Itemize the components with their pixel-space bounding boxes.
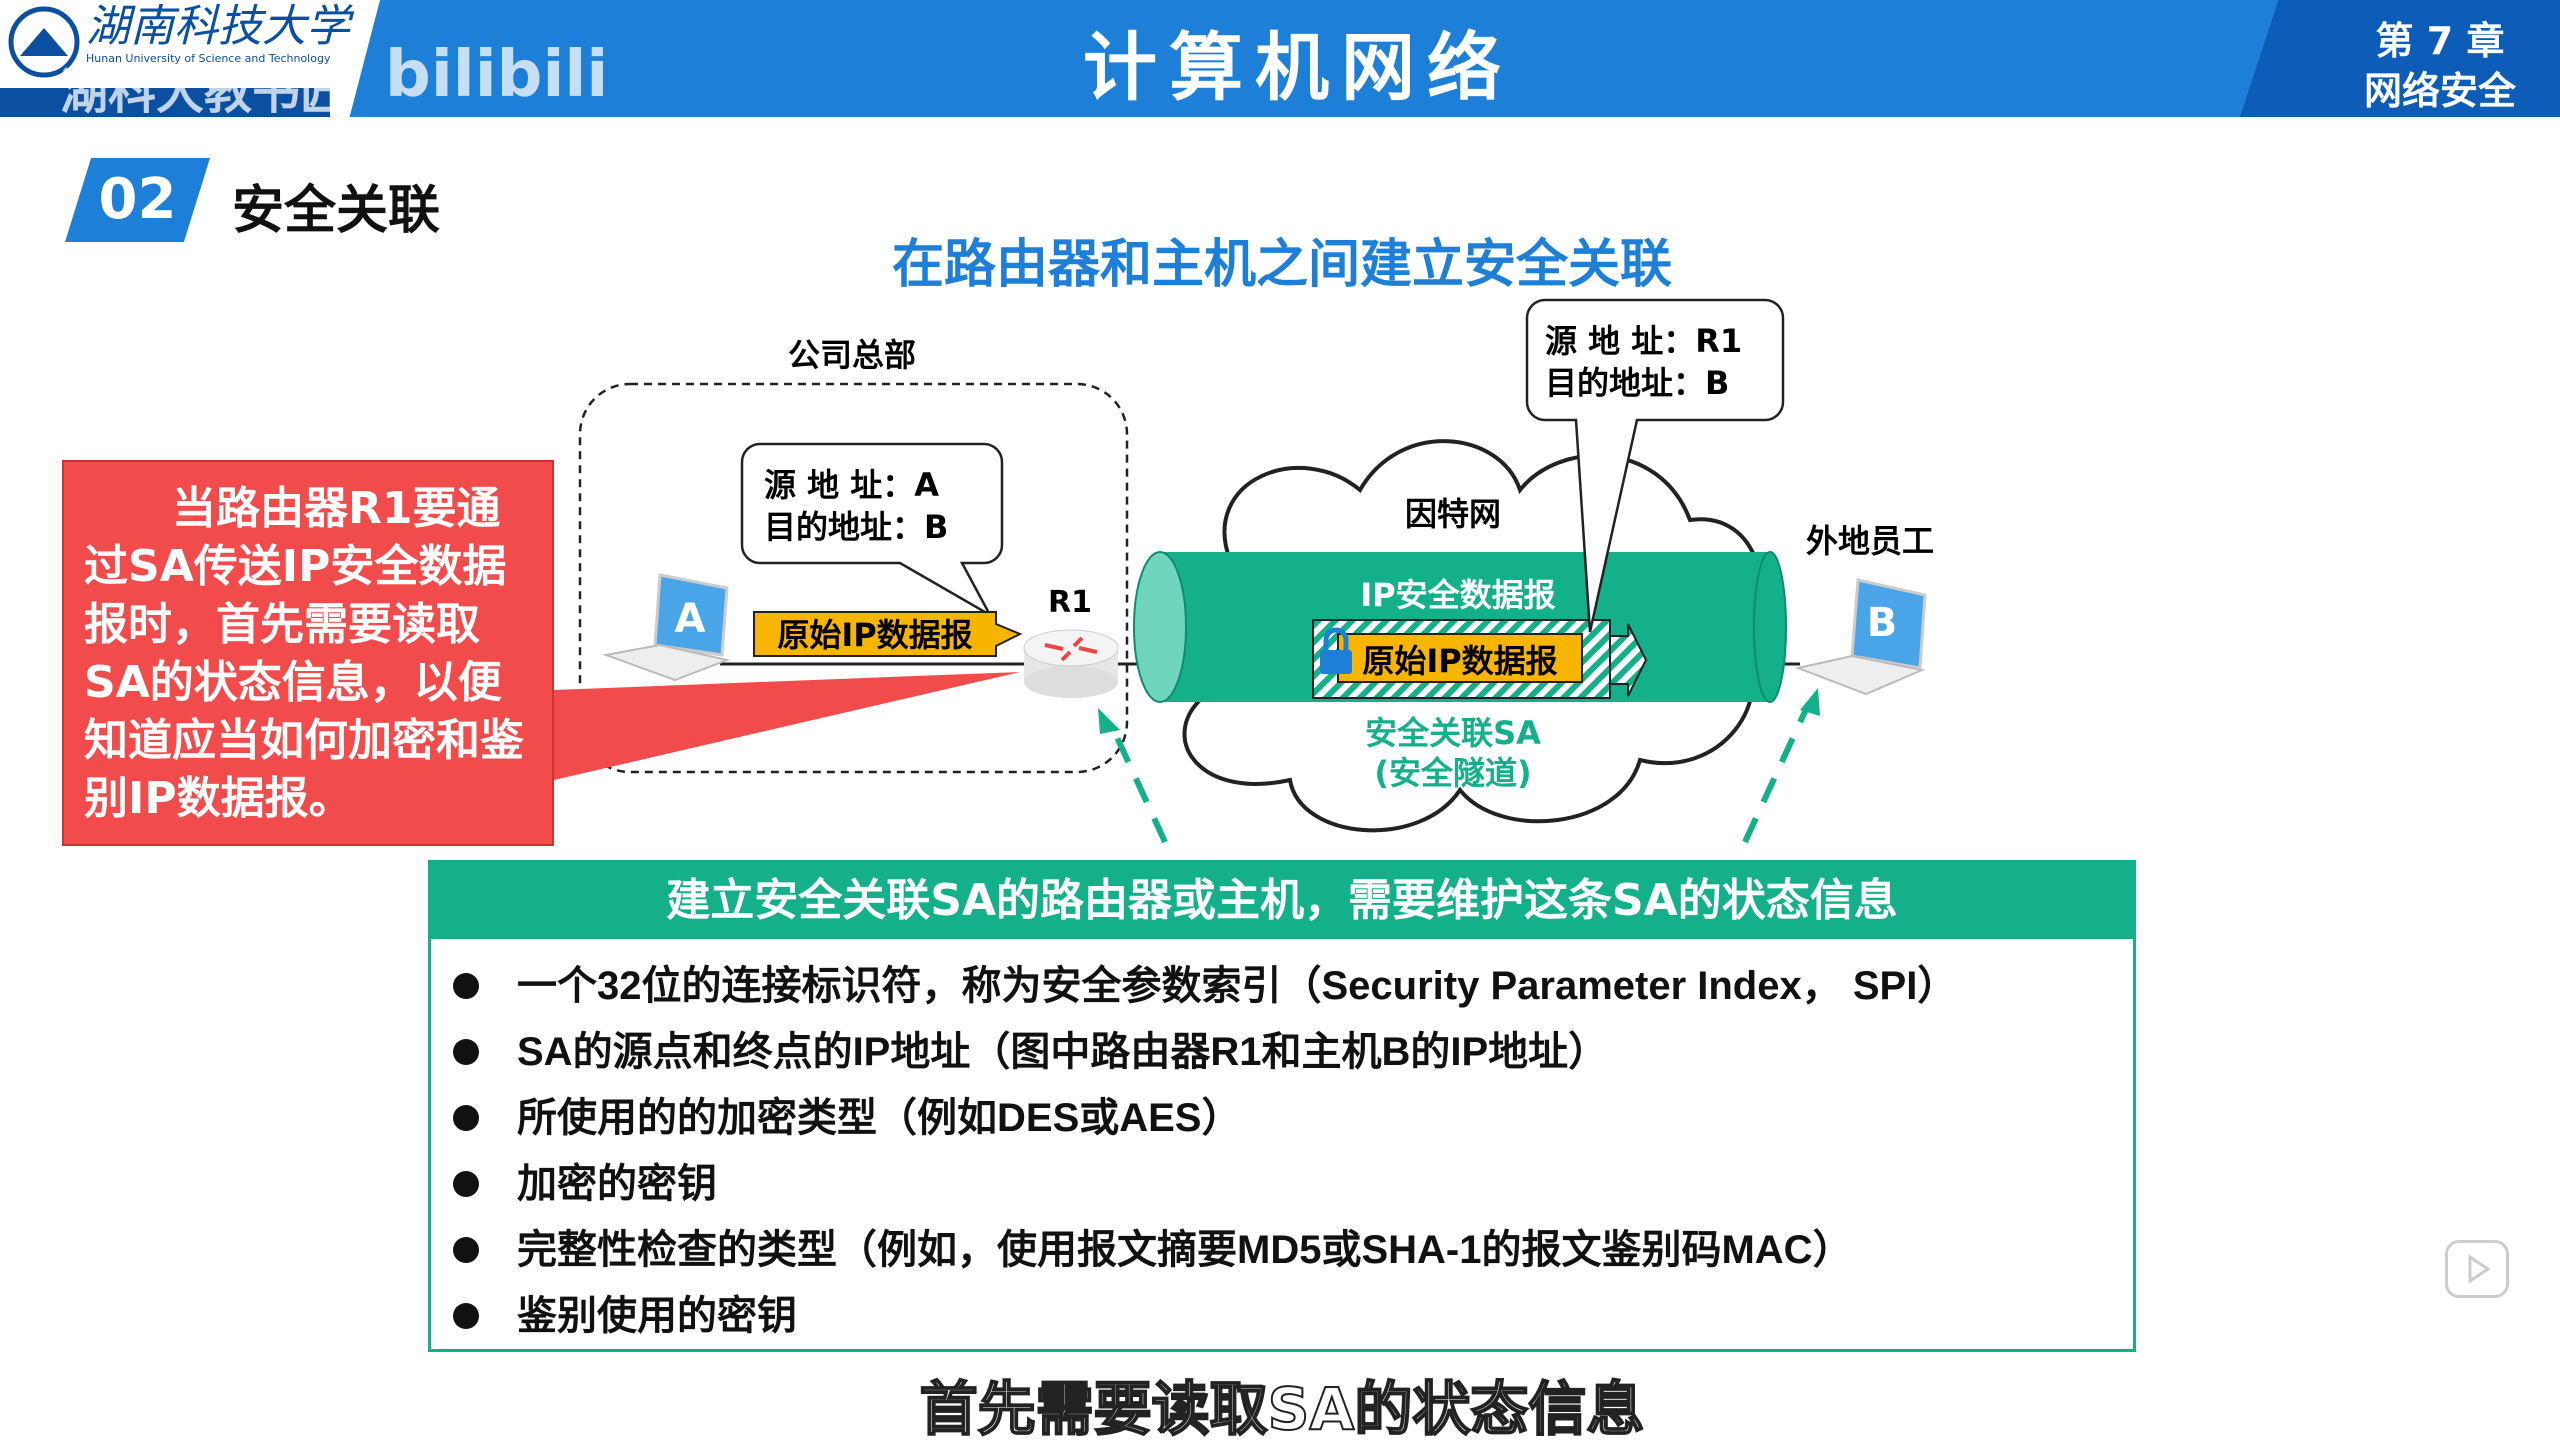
list-item: 所使用的的加密类型（例如DES或AES） — [517, 1096, 1242, 1140]
sa-arrowhead-r1 — [1098, 708, 1120, 734]
sa-state-info-box: 建立安全关联SA的路由器或主机，需要维护这条SA的状态信息 一个32位的连接标识… — [428, 860, 2136, 1352]
note-pointer — [554, 672, 1020, 780]
secure-packet-label: IP安全数据报 — [1360, 576, 1555, 614]
info-heading: 建立安全关联SA的路由器或主机，需要维护这条SA的状态信息 — [431, 863, 2133, 939]
laptop-a-icon — [602, 573, 731, 682]
inner-packet — [1337, 633, 1583, 683]
hq-boundary — [578, 382, 1129, 774]
remote-employee-label: 外地员工 — [1806, 522, 1934, 560]
university-en: Hunan University of Science and Technolo… — [86, 52, 331, 65]
original-packet-label: 原始IP数据报 — [777, 616, 972, 654]
university-name: 湖南科技大学 — [86, 1, 350, 52]
bullet — [453, 973, 479, 999]
laptop-b-icon — [1794, 578, 1927, 696]
slide-subtitle: 在路由器和主机之间建立安全关联 — [891, 235, 1672, 295]
sa-label: 安全关联SA — [1365, 714, 1541, 752]
seal-icon — [8, 6, 80, 78]
section-number: 02 — [65, 158, 210, 242]
host-a-label: A — [675, 596, 706, 642]
sa-arrowhead-b — [1800, 688, 1820, 716]
watermark: 湖科大教书匠 — [60, 64, 349, 120]
chapter-name: 网络安全 — [2363, 69, 2516, 113]
list-item: SA的源点和终点的IP地址（图中路由器R1和主机B的IP地址） — [517, 1030, 1609, 1074]
course-title: 计算机网络 — [1083, 25, 1513, 111]
bullet — [453, 1303, 479, 1329]
list-item: 鉴别使用的密钥 — [517, 1294, 797, 1338]
callout-r1-dst: 目的地址：B — [1545, 364, 1729, 402]
header-bar — [0, 0, 2560, 117]
sa-sub-label: (安全隧道) — [1374, 754, 1531, 792]
bullet — [453, 1039, 479, 1065]
bullet — [453, 1105, 479, 1131]
chapter-number: 第 7 章 — [2375, 19, 2505, 63]
play-icon — [2468, 1254, 2491, 1284]
list-item: 加密的密钥 — [517, 1162, 717, 1206]
chapter-panel — [2240, 0, 2560, 117]
callout-r1 — [1525, 298, 1785, 633]
list-item: 一个32位的连接标识符，称为安全参数索引（Security Parameter … — [517, 964, 1958, 1008]
callout-a-src: 源 地 址：A — [764, 466, 939, 504]
video-subtitle: 首先需要读取SA的状态信息 — [919, 1374, 1646, 1444]
original-packet — [753, 611, 1023, 657]
play-button[interactable] — [2445, 1240, 2509, 1298]
callout-a — [740, 442, 1004, 619]
bullet — [453, 1171, 479, 1197]
logo-strip — [0, 88, 330, 117]
internet-label: 因特网 — [1405, 495, 1501, 533]
host-b-label: B — [1867, 600, 1898, 646]
lock-icon — [1320, 627, 1352, 674]
inner-packet-label: 原始IP数据报 — [1362, 642, 1557, 680]
hq-label: 公司总部 — [788, 336, 916, 374]
router-label: R1 — [1048, 585, 1092, 620]
section-title: 安全关联 — [232, 181, 441, 241]
sa-arrow-b — [1742, 703, 1811, 844]
router-icon — [1023, 629, 1119, 698]
callout-a-dst: 目的地址：B — [764, 508, 948, 546]
bullet — [453, 1237, 479, 1263]
bilibili-watermark: bilibili — [385, 38, 609, 112]
list-item: 完整性检查的类型（例如，使用报文摘要MD5或SHA-1的报文鉴别码MAC） — [517, 1228, 1853, 1272]
explanation-note: 当路由器R1要通过SA传送IP安全数据报时，首先需要读取SA的状态信息，以便知道… — [62, 460, 554, 846]
sa-arrow-r1 — [1107, 720, 1168, 844]
callout-r1-src: 源 地 址：R1 — [1545, 322, 1742, 360]
secure-packet-arrow — [1609, 623, 1648, 697]
